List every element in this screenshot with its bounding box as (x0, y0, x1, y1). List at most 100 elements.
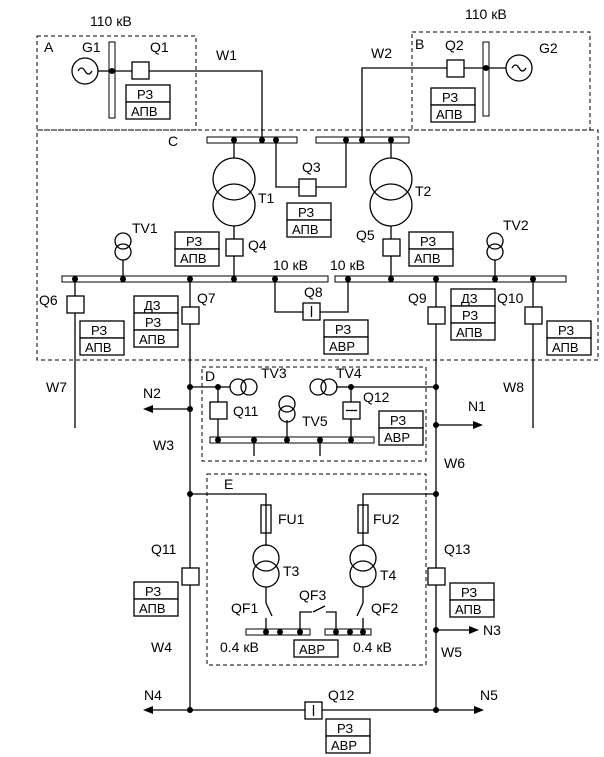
relay-avr-label: АВР (299, 642, 325, 657)
relay-avr-label: АВР (384, 430, 410, 445)
switch-q4 (225, 238, 244, 257)
switch-q3 (298, 178, 317, 197)
relay-rz-label: РЗ (186, 234, 202, 249)
load-n1-arrow (473, 421, 483, 429)
switch-q6-label: Q6 (39, 292, 58, 308)
relay-apv-label: АПВ (85, 340, 112, 355)
zone-a-boundary (36, 35, 197, 131)
fuse-fu2-label: FU2 (373, 511, 400, 527)
relay-rz-label: РЗ (145, 315, 161, 330)
voltage-label-10-right: 10 кВ (330, 257, 365, 273)
switch-q7 (181, 306, 200, 325)
junction-dot (388, 276, 394, 282)
transformer-t1 (212, 157, 256, 227)
relay-apv-label: АПВ (414, 251, 441, 266)
line-w3-label: W3 (153, 437, 174, 453)
transformer-t2 (369, 157, 413, 227)
voltage-label-110-a: 110 кВ (90, 13, 132, 29)
line-w5-label: W5 (441, 644, 462, 660)
busbar-zone-d (209, 436, 375, 444)
relay-block-q12-zone-d: РЗ АВР (378, 410, 424, 446)
voltage-transformer-tv2 (486, 232, 504, 261)
transformer-t3 (252, 544, 280, 588)
zone-c-label: C (168, 133, 178, 149)
switch-q12-tie-label: Q12 (328, 687, 355, 703)
busbar-10-left (61, 275, 329, 283)
junction-dot (251, 437, 257, 443)
relay-block-q8: РЗ АВР (323, 319, 369, 355)
junction-dot (317, 437, 323, 443)
zone-b-label: B (415, 36, 424, 52)
switch-q1 (131, 61, 150, 80)
breaker-qf1 (265, 602, 273, 617)
switch-q2-label: Q2 (445, 37, 464, 53)
voltage-transformer-tv3 (229, 378, 258, 396)
load-n2-label: N2 (143, 385, 161, 401)
junction-dot (263, 629, 269, 635)
relay-block-q13: РЗ АПВ (449, 582, 495, 618)
switch-q9 (427, 306, 446, 325)
switch-q11-lower (181, 567, 200, 586)
relay-block-q7: ДЗ РЗ АПВ (133, 295, 179, 348)
junction-dot (259, 137, 265, 143)
wire-qf3-left (299, 611, 312, 632)
generator-g1-label: G1 (82, 39, 101, 55)
relay-block-q3: РЗ АПВ (286, 202, 332, 238)
generator-g2 (505, 54, 533, 82)
relay-apv-label: АПВ (455, 602, 482, 617)
relay-avr-label: АВР (329, 339, 355, 354)
relay-apv-label: АПВ (180, 251, 207, 266)
switch-q1-label: Q1 (150, 39, 169, 55)
voltage-label-10-left: 10 кВ (273, 257, 308, 273)
wire-qf3-right (326, 611, 337, 632)
switch-q13 (427, 567, 446, 586)
voltage-transformer-tv4-label: TV4 (336, 365, 362, 381)
transformer-t4-label: T4 (380, 567, 397, 583)
zone-a-label: A (44, 39, 54, 55)
wire-q8-left (274, 279, 303, 313)
busbar-110-c-left (206, 136, 298, 144)
wire-e-left-feed (190, 493, 267, 505)
load-n3-arrow (469, 626, 479, 634)
line-w2-label: W2 (371, 45, 392, 61)
relay-apv-label: АПВ (436, 107, 463, 122)
line-w2 (361, 67, 447, 140)
voltage-transformer-tv5-label: TV5 (302, 413, 328, 429)
junction-dot (347, 629, 353, 635)
switch-q12-zone-d-label: Q12 (363, 389, 390, 405)
breaker-qf2-label: QF2 (371, 600, 398, 616)
voltage-transformer-tv1-label: TV1 (132, 220, 158, 236)
transformer-t3-label: T3 (283, 563, 300, 579)
load-n5-label: N5 (480, 687, 498, 703)
junction-dot (231, 276, 237, 282)
voltage-transformer-tv3-label: TV3 (261, 365, 287, 381)
relay-rz-label: РЗ (298, 205, 314, 220)
voltage-label-110-b: 110 кВ (465, 6, 507, 22)
relay-rz-label: РЗ (558, 323, 574, 338)
junction-dot (284, 437, 290, 443)
switch-q2 (446, 59, 465, 78)
generator-g1 (71, 57, 99, 85)
relay-block-q2: РЗ АПВ (430, 87, 476, 123)
line-w4-label: W4 (151, 639, 172, 655)
relay-block-q10: РЗ АПВ (546, 320, 592, 356)
breaker-qf3 (312, 605, 326, 613)
wire-e-right-feed (362, 493, 436, 505)
voltage-transformer-tv1 (114, 232, 132, 261)
zone-c-boundary (36, 129, 599, 361)
switch-q3-label: Q3 (302, 159, 321, 175)
relay-dz-label: ДЗ (144, 298, 161, 313)
switch-q8-label: Q8 (304, 284, 323, 300)
switch-q9-label: Q9 (408, 290, 427, 306)
wire-q8-right (320, 279, 349, 313)
switch-q10 (524, 306, 543, 325)
switch-q11-lower-label: Q11 (151, 541, 177, 557)
relay-block-qf3: АВР (293, 639, 339, 658)
busbar-110-b (482, 41, 490, 117)
relay-block-q4: РЗ АПВ (174, 231, 220, 267)
relay-apv-label: АПВ (552, 340, 579, 355)
switch-q7-label: Q7 (197, 290, 216, 306)
transformer-t1-label: T1 (258, 190, 275, 206)
busbar-10-right (334, 275, 567, 283)
load-n1-label: N1 (468, 398, 486, 414)
